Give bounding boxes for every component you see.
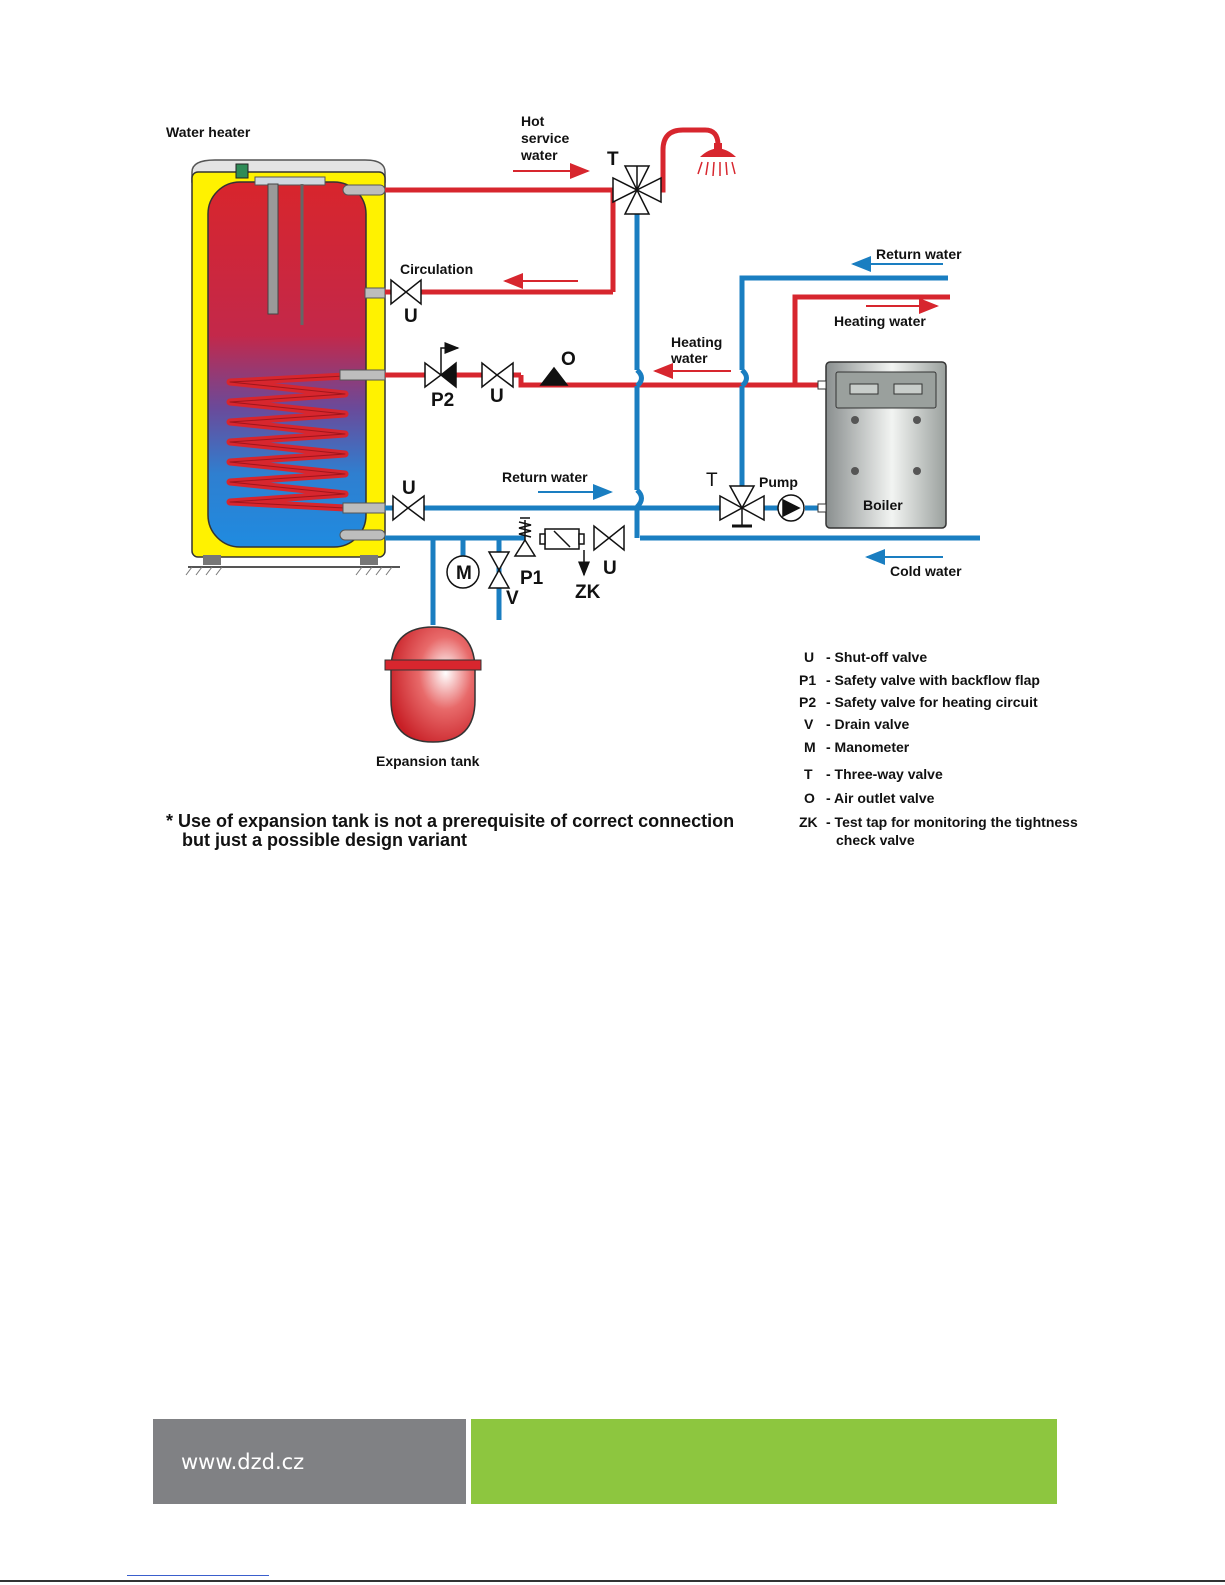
svg-text:service: service xyxy=(521,130,569,146)
tag-p1: P1 xyxy=(520,568,544,589)
expansion-tank-label: Expansion tank xyxy=(376,753,480,769)
water-heater xyxy=(185,159,400,576)
safety-valve-p2 xyxy=(424,342,460,389)
legend-key: T xyxy=(804,766,813,782)
check-valve xyxy=(539,528,585,550)
tag-u-cold: U xyxy=(603,558,617,579)
legend-description: - Drain valve xyxy=(826,716,909,732)
svg-text:Heating: Heating xyxy=(671,334,722,350)
shut-off-valve-cold xyxy=(593,524,625,552)
drain-valve xyxy=(487,551,511,589)
heating-water-top-label: Heating water xyxy=(834,313,926,329)
legend-description: - Test tap for monitoring the tightness xyxy=(826,814,1078,830)
legend-description: - Safety valve for heating circuit xyxy=(826,694,1038,710)
shut-off-valve-return xyxy=(392,494,425,522)
manometer-icon xyxy=(446,555,480,589)
legend-description: - Manometer xyxy=(826,739,910,755)
tag-t-boiler: T xyxy=(706,470,718,491)
tag-o: O xyxy=(561,349,576,370)
legend-key: O xyxy=(804,790,815,806)
cold-pipes xyxy=(385,210,980,625)
legend-description: - Three-way valve xyxy=(826,766,943,782)
tag-u-return: U xyxy=(402,478,416,499)
expansion-tank xyxy=(384,626,482,743)
tag-u-circulation: U xyxy=(404,306,418,327)
circulation-label: Circulation xyxy=(400,261,473,277)
bottom-rule xyxy=(0,1580,1225,1582)
legend-key: P2 xyxy=(799,694,816,710)
hot-pipes xyxy=(385,127,950,388)
legend-key: U xyxy=(804,649,814,665)
shower-head-icon xyxy=(697,143,736,177)
svg-text:water: water xyxy=(670,350,708,366)
safety-valve-p1 xyxy=(513,517,537,557)
legend-description: - Shut-off valve xyxy=(826,649,927,665)
heating-connection-diagram: Water heater xyxy=(166,113,1078,850)
svg-text:Hot: Hot xyxy=(521,113,545,129)
legend-key: V xyxy=(804,716,814,732)
tag-p2: P2 xyxy=(431,390,454,411)
heating-water-mid-label: Heating water xyxy=(670,334,722,366)
three-way-valve-top xyxy=(612,165,662,215)
legend-key: P1 xyxy=(799,672,816,688)
water-heater-label: Water heater xyxy=(166,124,251,140)
cold-water-label: Cold water xyxy=(890,563,962,579)
legend-key: M xyxy=(804,739,816,755)
svg-text:* Use of expansion tank is not: * Use of expansion tank is not a prerequ… xyxy=(166,811,734,831)
flow-arrows xyxy=(503,163,943,565)
tag-zk: ZK xyxy=(575,582,601,603)
footnote: * Use of expansion tank is not a prerequ… xyxy=(166,811,734,850)
hot-service-water-label: Hot service water xyxy=(520,113,569,163)
return-water-top-label: Return water xyxy=(876,246,962,262)
air-outlet-valve xyxy=(539,366,569,386)
return-water-mid-label: Return water xyxy=(502,469,588,485)
legend-key: ZK xyxy=(799,814,818,830)
shut-off-valve-heating xyxy=(481,361,514,389)
bottom-link-underline xyxy=(127,1575,269,1576)
svg-text:water: water xyxy=(520,147,558,163)
tag-u-heating: U xyxy=(490,386,504,407)
tag-v: V xyxy=(506,588,519,609)
legend-description: - Safety valve with backflow flap xyxy=(826,672,1040,688)
boiler-label: Boiler xyxy=(863,497,903,513)
svg-text:but just a possible design var: but just a possible design variant xyxy=(182,830,467,850)
pump-label: Pump xyxy=(759,474,798,490)
legend-description: - Air outlet valve xyxy=(826,790,935,806)
footer-url[interactable]: www.dzd.cz xyxy=(181,1450,305,1474)
boiler xyxy=(817,361,947,529)
footer-green-bar xyxy=(471,1419,1057,1504)
legend-description: check valve xyxy=(836,832,915,848)
tag-t-top: T xyxy=(607,149,619,170)
pump-icon xyxy=(777,494,805,522)
three-way-valve-boiler xyxy=(719,485,765,528)
shut-off-valve-circulation xyxy=(390,278,422,306)
tag-m: M xyxy=(456,563,472,584)
footer-url-bar: www.dzd.cz xyxy=(153,1419,466,1504)
